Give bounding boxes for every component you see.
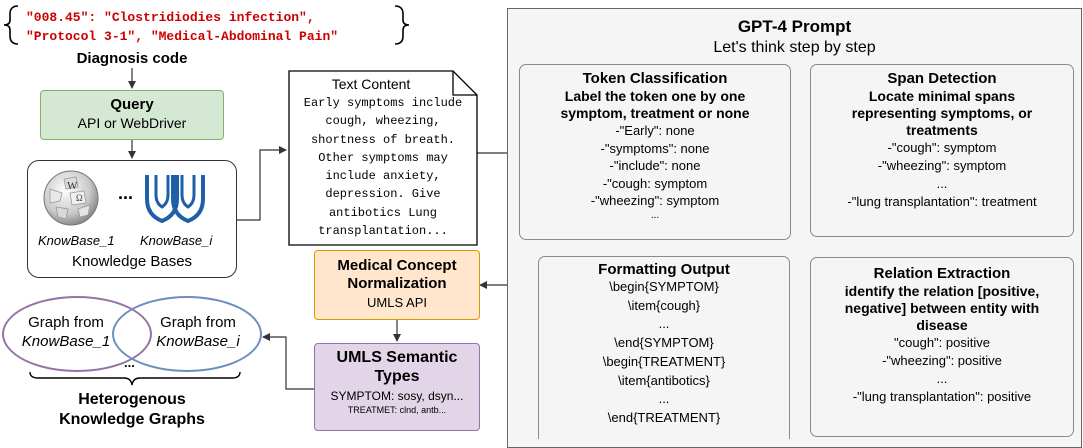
text-content-document-shape [288,70,478,246]
span-detection-instruction-3: treatments [906,122,978,138]
span-detection-instruction-1: Locate minimal spans [868,88,1016,104]
medical-shield-logo-icon [145,175,205,224]
token-classification-item: -"wheezing": symptom [590,193,720,208]
span-detection-item: -"wheezing": symptom [877,158,1007,173]
relation-extraction-title: Relation Extraction [873,265,1011,282]
graph-right-line2: KnowBase_i [156,333,240,350]
kbi-label: KnowBase_i [140,233,213,248]
semantic-types-box: UMLS Semantic Types SYMPTOM: sosy, dsyn.… [314,343,480,431]
heterogenous-graphs-line1: Heterogenous [78,391,186,408]
diagnosis-codes-line1: "008.45": "Clostridiodies infection", [26,10,315,25]
token-classification-list: -"Early": none -"symptoms": none -"inclu… [520,122,790,221]
graphs-brace [29,371,241,386]
token-classification-box: Token Classification Label the token one… [519,64,791,240]
graph-ellipse-knowbase-i [112,296,262,372]
text-content-line: Early symptoms include [303,96,463,110]
text-content-line: include anxiety, [325,169,441,184]
formatting-output-line: ... [658,316,670,332]
text-content-line: Other symptoms may [318,150,448,165]
relation-extraction-box: Relation Extraction identify the relatio… [810,257,1074,437]
heterogenous-graphs-line2: Knowledge Graphs [59,411,205,428]
text-content-line: cough, wheezing, [325,114,441,129]
diagnosis-code-label: Diagnosis code [76,50,188,67]
knowledge-bases-box: W Ω ... KnowBase_1 KnowBase_i Knowledge … [27,160,237,278]
normalization-title-1: Medical Concept [337,257,457,274]
span-detection-item: ... [936,176,948,191]
graph-right-label: Graph from KnowBase_i [136,313,260,351]
formatting-output-line: \begin{TREATMENT} [602,353,726,369]
token-classification-title: Token Classification [582,70,728,87]
left-curly-brace [3,5,19,45]
kb1-label: KnowBase_1 [38,233,115,248]
formatting-output-line: \begin{SYMPTOM} [609,279,719,294]
span-detection-instruction-2: representing symptoms, or [851,105,1033,121]
graph-left-line2: KnowBase_1 [21,333,111,350]
relation-extraction-list: "cough": positive -"wheezing": positive … [811,334,1073,406]
formatting-output-line: \item{antibotics} [618,372,710,388]
query-title: Query [110,96,154,113]
formatting-output-line: \end{SYMPTOM} [614,335,714,351]
token-classification-item: -"include": none [609,158,701,173]
svg-text:Ω: Ω [76,193,83,203]
gpt4-prompt-subtitle: Let's think step by step [713,39,876,56]
text-content-title: Text Content [331,76,411,92]
text-content-line: antibotics Lung [328,205,438,220]
heterogenous-graphs-label: Heterogenous Knowledge Graphs [20,390,244,430]
diagnosis-codes: "008.45": "Clostridiodies infection", "P… [26,8,338,46]
normalization-box: Medical Concept Normalization UMLS API [314,250,480,320]
text-content-line: shortness of breath. [310,132,456,147]
semantic-types-title-1: UMLS Semantic [336,349,458,366]
span-detection-item: -"cough": symptom [887,140,997,155]
formatting-output-box: Formatting Output \begin{SYMPTOM} \item{… [538,256,790,439]
gpt4-prompt-title: GPT-4 Prompt [737,17,852,36]
text-content-line: depression. Give [325,187,441,202]
graph-left-label: Graph from KnowBase_1 [4,313,128,351]
graph-right-line1: Graph from [160,314,236,331]
arrow-semantic-to-graphs [262,333,314,390]
token-classification-item: -"Early": none [615,123,695,138]
relation-extraction-instruction-1: identify the relation [positive, [844,283,1040,299]
relation-extraction-instruction-3: disease [916,317,968,333]
knowledge-bases-label: Knowledge Bases [71,253,193,270]
formatting-output-line: \item{cough} [627,297,701,313]
span-detection-list: -"cough": symptom -"wheezing": symptom .… [811,139,1073,211]
semantic-types-line-1: SYMPTOM: sosy, dsyn... [330,389,464,403]
token-classification-item: ... [650,209,660,221]
token-classification-item: -"symptoms": none [600,140,710,156]
token-classification-instruction-1: Label the token one by one [564,88,746,104]
token-classification-instruction-2: symptom, treatment or none [560,105,750,121]
normalization-title-2: Normalization [347,275,447,292]
token-classification-item: -"cough: symptom [602,175,708,191]
diagnosis-codes-line2: "Protocol 3-1", "Medical-Abdominal Pain" [26,29,339,44]
relation-extraction-item: "cough": positive [894,335,990,350]
formatting-output-line: \end{TREATMENT} [607,409,721,425]
query-box: Query API or WebDriver [40,90,224,140]
span-detection-box: Span Detection Locate minimal spans repr… [810,64,1074,237]
text-content-body: Early symptoms include cough, wheezing, … [288,94,478,240]
kb-ellipsis: ... [118,183,134,203]
right-curly-brace [394,5,410,45]
formatting-output-list: \begin{SYMPTOM} \item{cough} ... \end{SY… [539,278,789,428]
relation-extraction-item: -"lung transplantation": positive [852,389,1032,404]
query-subtitle: API or WebDriver [77,115,187,131]
span-detection-item: -"lung transplantation": treatment [847,194,1037,209]
semantic-types-title-2: Types [374,368,420,385]
span-detection-title: Span Detection [887,70,997,87]
relation-extraction-item: ... [936,371,948,386]
semantic-types-line-2: TREATMET: clnd, antb... [347,405,447,415]
relation-extraction-instruction-2: negative] between entity with [844,300,1040,316]
graph-ellipsis: ... [124,355,135,370]
text-content-line: transplantation... [318,224,448,239]
arrow-kb-to-text [237,146,287,221]
svg-text:W: W [67,180,78,192]
normalization-subtitle: UMLS API [367,295,427,310]
graph-left-line1: Graph from [28,314,104,331]
wikipedia-globe-icon: W Ω [43,170,99,226]
formatting-output-title: Formatting Output [598,261,730,278]
relation-extraction-item: -"wheezing": positive [882,353,1002,368]
formatting-output-line: ... [658,391,670,407]
